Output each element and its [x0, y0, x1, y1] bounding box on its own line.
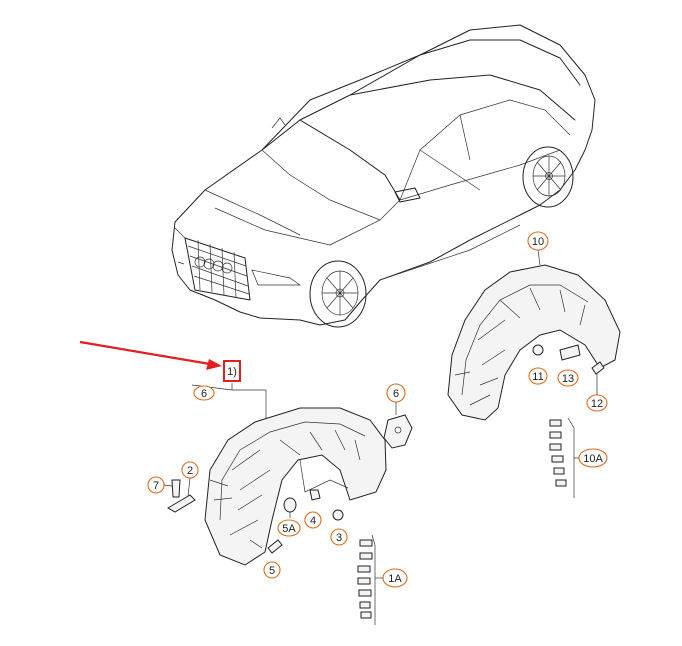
- callout-labels: 1) 6 6 7 2 5A 4 3 5 1A 10: [147, 231, 608, 588]
- callout-12: 12: [591, 398, 603, 410]
- callout-3: 3: [336, 532, 342, 544]
- red-arrow-head: [206, 359, 222, 370]
- callout-1a: 1A: [388, 573, 402, 585]
- callout-13: 13: [562, 373, 574, 385]
- callout-6-left: 6: [201, 388, 207, 400]
- rear-wheel-housing-liner: [447, 264, 621, 498]
- callout-4: 4: [310, 515, 316, 527]
- car-illustration: [171, 24, 596, 328]
- callout-1: 1): [227, 366, 237, 378]
- callout-5a-bubble: [277, 519, 301, 537]
- callout-2: 2: [187, 465, 193, 477]
- callout-6-bubble-left: [193, 385, 215, 401]
- red-highlight-box: [223, 360, 241, 382]
- callout-7: 7: [153, 480, 159, 492]
- callout-3-bubble: [330, 528, 348, 546]
- red-pointer-arrow: [79, 340, 211, 366]
- front-fasteners: [167, 479, 376, 625]
- callout-11-bubble: [528, 367, 548, 385]
- callout-10a: 10A: [583, 453, 603, 465]
- callout-11: 11: [532, 371, 543, 383]
- front-wheel-housing-liner: [191, 383, 413, 566]
- callout-4-bubble: [304, 511, 322, 529]
- callout-10: 10: [532, 236, 544, 248]
- callout-13-bubble: [557, 369, 579, 387]
- callout-5a: 5A: [282, 523, 296, 535]
- callout-5-bubble: [263, 561, 281, 579]
- highlight-indicator: [79, 340, 241, 382]
- callout-6-right: 6: [393, 388, 399, 400]
- callout-5: 5: [269, 565, 275, 577]
